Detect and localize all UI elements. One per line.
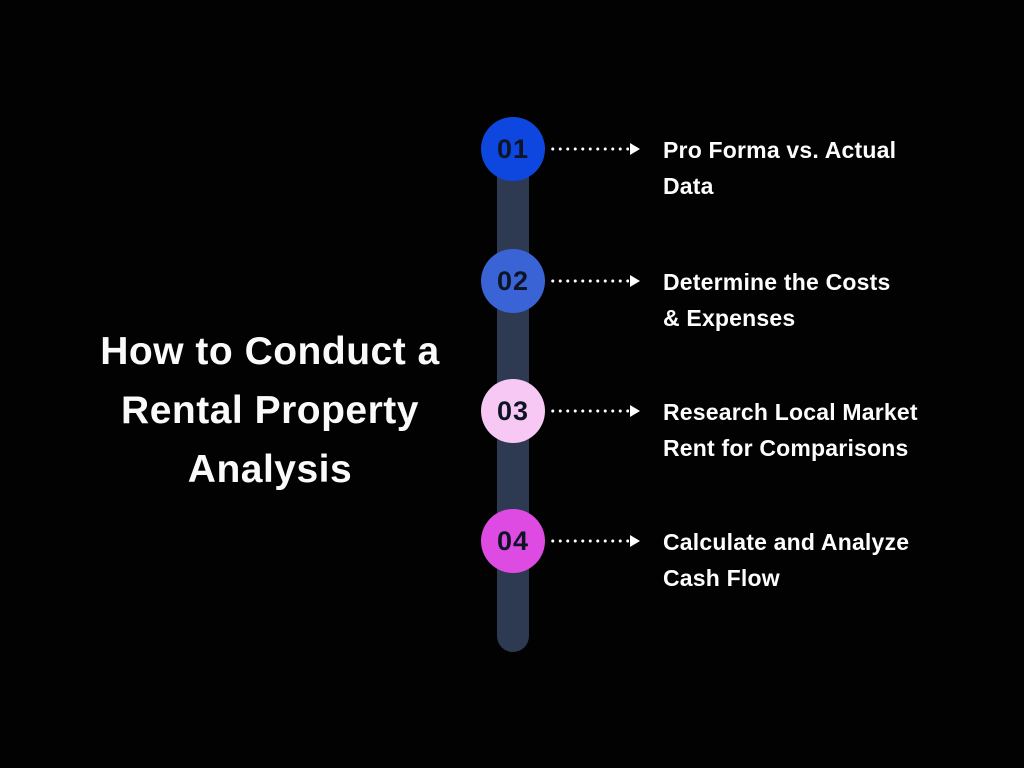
step-4-connector [549,535,640,547]
step-1-connector [549,143,640,155]
step-3-label: Research Local Market Rent for Compariso… [663,394,963,466]
title-line-2: Rental Property [121,389,419,432]
step-2-label-line-2: & Expenses [663,305,796,331]
step-4-label: Calculate and Analyze Cash Flow [663,524,963,596]
dotted-line [549,147,629,151]
step-3-label-line-2: Rent for Comparisons [663,435,909,461]
step-1-label-line-2: Data [663,173,714,199]
step-1-number-badge: 01 [481,117,545,181]
step-4-label-line-1: Calculate and Analyze [663,529,910,555]
title-line-3: Analysis [187,448,353,491]
arrow-right-icon [630,143,640,155]
dotted-line [549,539,629,543]
step-4-label-line-2: Cash Flow [663,565,780,591]
arrow-right-icon [630,535,640,547]
step-2-label: Determine the Costs & Expenses [663,264,963,336]
step-4-number-badge: 04 [481,509,545,573]
step-3-label-line-1: Research Local Market [663,399,918,425]
step-2-label-line-1: Determine the Costs [663,269,891,295]
step-3-number-badge: 03 [481,379,545,443]
step-1-label: Pro Forma vs. Actual Data [663,132,963,204]
arrow-right-icon [630,405,640,417]
arrow-right-icon [630,275,640,287]
step-1-label-line-1: Pro Forma vs. Actual [663,137,897,163]
page-title: How to Conduct a Rental Property Analysi… [40,322,500,499]
dotted-line [549,279,629,283]
step-2-connector [549,275,640,287]
dotted-line [549,409,629,413]
step-row-3: 03 [481,379,640,443]
step-2-number-badge: 02 [481,249,545,313]
step-row-4: 04 [481,509,640,573]
title-line-1: How to Conduct a [100,330,440,373]
step-row-2: 02 [481,249,640,313]
step-3-connector [549,405,640,417]
step-row-1: 01 [481,117,640,181]
